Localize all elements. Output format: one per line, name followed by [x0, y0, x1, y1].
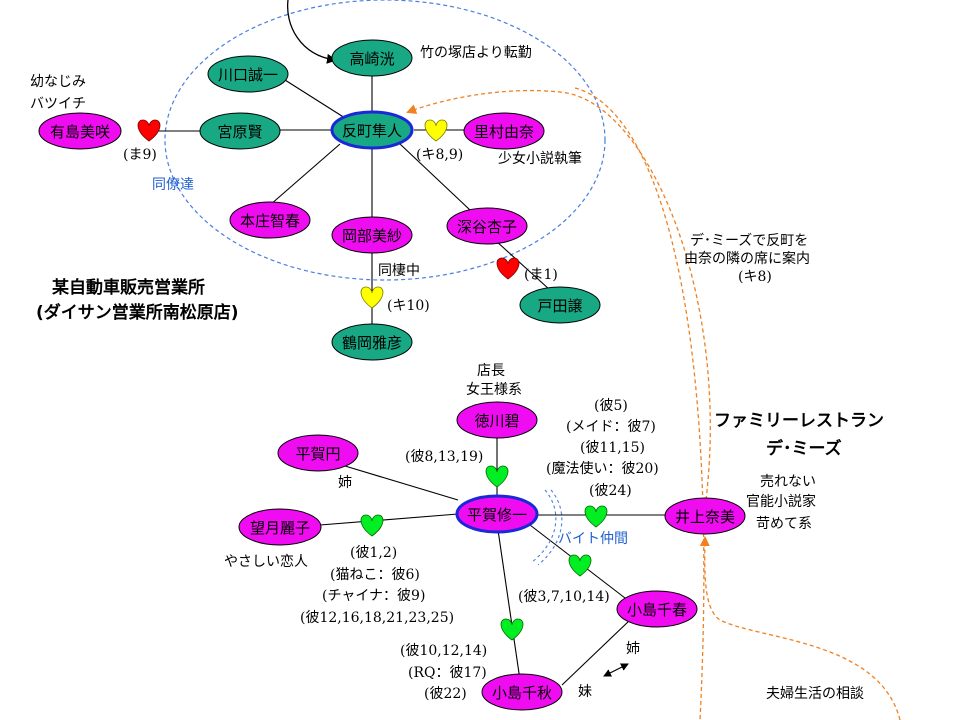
heart-green-tokugawa-icon [485, 465, 509, 488]
svg-text:平賀修一: 平賀修一 [467, 506, 527, 524]
svg-text:平賀円: 平賀円 [295, 445, 340, 463]
heart-yellow-satomura-icon [424, 119, 448, 142]
node-mochizuki[interactable]: 望月麗子 [238, 508, 322, 546]
label-inoue-b: (メイド：彼7) [566, 419, 656, 435]
label-fuufu: 夫婦生活の相談 [766, 685, 864, 702]
heart-red-toda-icon [496, 257, 520, 280]
label-ki10: (キ10) [387, 298, 430, 314]
upper-links [150, 72, 551, 330]
label-inoue-c: (彼11,15) [580, 440, 645, 456]
label-chiaki-c: (彼22) [424, 686, 467, 702]
svg-text:鶴岡雅彦: 鶴岡雅彦 [342, 334, 402, 352]
baito-arc-2 [537, 489, 563, 566]
label-chiaki-b: (RQ：彼17) [408, 665, 487, 681]
svg-text:望月麗子: 望月麗子 [250, 519, 310, 537]
node-toda[interactable]: 戸田譲 [519, 286, 601, 324]
label-douseichu: 同棲中 [378, 263, 420, 279]
label-joou: 女王様系 [466, 381, 522, 398]
node-hiragamadoka[interactable]: 平賀円 [277, 434, 359, 472]
label-ma9: (ま9) [123, 147, 157, 163]
baito-arc-1 [531, 489, 557, 563]
node-miyahara[interactable]: 宮原賢 [199, 112, 281, 150]
svg-text:宮原賢: 宮原賢 [217, 123, 262, 141]
colleagues-group-outline [164, 0, 606, 281]
node-arishima[interactable]: 有島美咲 [38, 112, 122, 150]
node-kawaguchi[interactable]: 川口誠一 [207, 55, 289, 93]
node-tokugawa[interactable]: 徳川碧 [456, 401, 538, 439]
heart-green-inoue-icon [584, 505, 608, 528]
node-inoue[interactable]: 井上奈美 [664, 497, 746, 535]
svg-text:高崎洸: 高崎洸 [349, 50, 394, 68]
svg-text:里村由奈: 里村由奈 [474, 123, 534, 141]
label-kare81319: (彼8,13,19) [405, 449, 483, 465]
svg-text:岡部美紗: 岡部美紗 [342, 227, 402, 245]
node-sorimachi[interactable]: 反町隼人 [330, 110, 414, 150]
label-mochi-b: (猫ねこ：彼6) [330, 567, 420, 583]
label-ma1: (ま1) [524, 267, 558, 283]
restaurant-title-line2: デ･ミーズ [766, 438, 842, 459]
label-chiaki-a: (彼10,12,14) [400, 643, 487, 659]
transfer-arrow [286, 0, 337, 64]
svg-text:有島美咲: 有島美咲 [50, 123, 110, 141]
company-title-line1: 某自動車販売営業所 [52, 277, 205, 298]
heart-yellow-tsuruoka-icon [360, 286, 384, 309]
label-mochi-c: (チャイナ：彼9) [322, 588, 425, 604]
svg-text:深谷杏子: 深谷杏子 [457, 218, 517, 236]
heart-red-arishima-icon [137, 119, 161, 142]
label-osananajimi: 幼なじみ [30, 74, 86, 90]
label-ane2: 姉 [626, 641, 640, 657]
svg-text:本庄智春: 本庄智春 [240, 212, 300, 230]
label-imouto: 妹 [578, 684, 592, 700]
label-tencho: 店長 [477, 363, 505, 379]
sister-arrow [603, 663, 629, 677]
label-batsuichi: バツイチ [30, 96, 86, 112]
label-inoue-e: (彼24) [589, 483, 632, 499]
node-fukaya[interactable]: 深谷杏子 [446, 207, 528, 245]
svg-text:反町隼人: 反町隼人 [342, 122, 402, 140]
label-inoue-d: (魔法使い：彼20) [546, 460, 659, 477]
svg-text:小島千春: 小島千春 [627, 601, 687, 619]
heart-green-mochizuki-icon [360, 514, 384, 537]
heart-green-kojimachiharu-icon [568, 554, 592, 577]
svg-text:井上奈美: 井上奈美 [675, 508, 735, 526]
label-demize-note3: (キ8) [738, 269, 772, 285]
label-yasashii: やさしい恋人 [224, 553, 308, 570]
svg-text:徳川碧: 徳川碧 [474, 412, 519, 430]
label-ane1: 姉 [338, 475, 352, 491]
label-douryou: 同僚達 [152, 177, 194, 193]
company-title-line2: (ダイサン営業所南松原店) [36, 302, 239, 323]
node-hiragashuichi[interactable]: 平賀修一 [455, 494, 539, 534]
label-kare371014: (彼3,7,10,14) [518, 589, 610, 605]
label-inoue-a: (彼5) [594, 398, 628, 414]
label-mochi-d: (彼12,16,18,21,23,25) [300, 610, 454, 626]
node-kojimachiharu[interactable]: 小島千春 [616, 590, 698, 628]
upper-right-orange-curve [574, 87, 705, 720]
label-demize-note2: 由奈の隣の席に案内 [684, 250, 810, 267]
node-honjo[interactable]: 本庄智春 [229, 201, 311, 239]
node-kojimachiaki[interactable]: 小島千秋 [481, 673, 563, 711]
node-tsuruoka[interactable]: 鶴岡雅彦 [331, 323, 413, 361]
label-ijime: 苛めて系 [756, 515, 812, 532]
label-urenai: 売れない [760, 474, 816, 490]
label-ki89: (キ8,9) [416, 147, 463, 163]
svg-text:川口誠一: 川口誠一 [218, 66, 278, 84]
label-mochi-a: (彼1,2) [350, 545, 397, 561]
label-shoujo: 少女小説執筆 [498, 150, 582, 167]
svg-text:小島千秋: 小島千秋 [492, 684, 552, 702]
label-takenotsuka: 竹の塚店より転勤 [420, 45, 532, 61]
node-okabe[interactable]: 岡部美紗 [331, 216, 413, 254]
node-takasaki[interactable]: 高崎洸 [331, 39, 413, 77]
demize-guide-arrow [406, 89, 711, 501]
label-kannou: 官能小説家 [746, 493, 816, 510]
svg-text:戸田譲: 戸田譲 [537, 297, 582, 315]
label-demize-note1: デ･ミーズで反町を [690, 232, 808, 249]
restaurant-title-line1: ファミリーレストラン [714, 411, 884, 431]
consultation-arrow [699, 536, 901, 720]
heart-green-kojimachiaki-icon [500, 618, 524, 641]
label-baito: バイト仲間 [558, 531, 628, 547]
node-satomura[interactable]: 里村由奈 [463, 112, 545, 150]
